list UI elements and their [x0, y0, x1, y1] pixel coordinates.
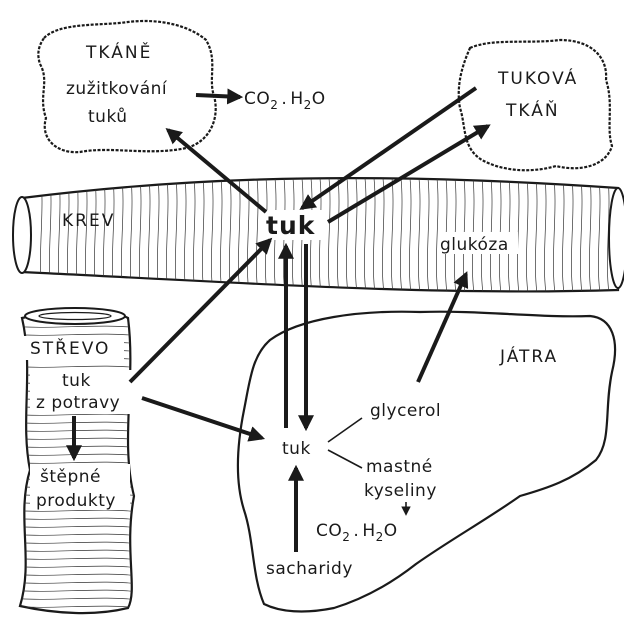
intestine-products-line1: štěpné	[40, 467, 101, 487]
liver-product: CO2.H2O	[316, 521, 398, 544]
intestine-title: STŘEVO	[30, 337, 110, 359]
intestine-food-line1: tuk	[62, 371, 91, 391]
blood-label: KREV	[62, 211, 115, 231]
blood-glucose: glukóza	[440, 235, 509, 255]
tissues-line1: zužitkování	[66, 79, 168, 99]
adipose-line2: TKÁŇ	[505, 99, 560, 121]
liver-glycerol: glycerol	[370, 401, 441, 421]
blood-fat: tuk	[266, 211, 316, 240]
liver-fatty-acids-line2: kyseliny	[364, 481, 437, 501]
intestine-food-line2: z potravy	[36, 393, 120, 413]
tissues-title: TKÁNĚ	[85, 41, 152, 63]
liver-carbs: sacharidy	[266, 559, 353, 579]
tissues-line2: tuků	[88, 107, 128, 127]
liver-fat: tuk	[282, 439, 311, 459]
adipose-line1: TUKOVÁ	[497, 67, 578, 89]
intestine-products-line2: produkty	[36, 491, 116, 511]
arrow-tissues-to-co2	[196, 95, 240, 97]
liver-title: JÁTRA	[499, 345, 558, 367]
tissues-product: CO2.H2O	[244, 89, 326, 112]
liver-fatty-acids-line1: mastné	[366, 457, 433, 477]
